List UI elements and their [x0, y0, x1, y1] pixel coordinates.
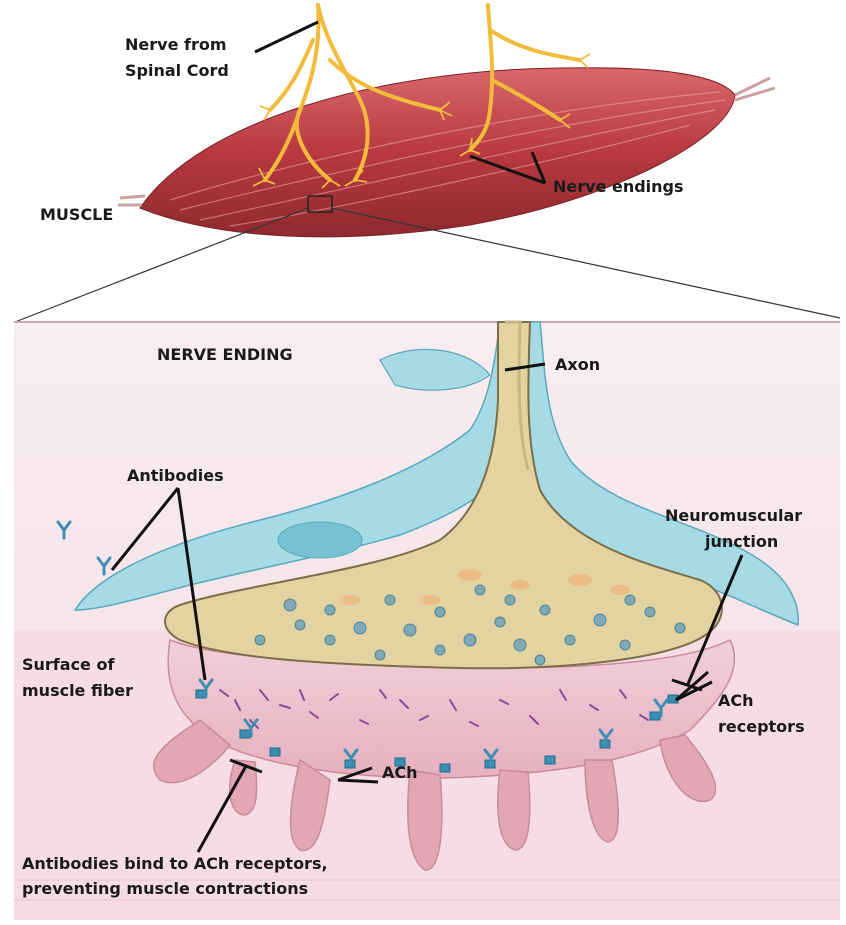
label-bind-2: preventing muscle contractions: [22, 879, 308, 898]
label-ach-receptors-2: receptors: [718, 717, 805, 736]
label-antibodies: Antibodies: [127, 466, 224, 485]
label-nerve-from: Nerve from: [125, 35, 227, 54]
label-muscle-fiber: muscle fiber: [22, 681, 133, 700]
label-neuromuscular: Neuromuscular: [665, 506, 802, 525]
label-axon: Axon: [555, 355, 600, 374]
label-spinal-cord: Spinal Cord: [125, 61, 229, 80]
label-surface-of: Surface of: [22, 655, 115, 674]
label-nerve-ending: NERVE ENDING: [157, 345, 293, 364]
label-ach: ACh: [382, 763, 418, 782]
label-bind-1: Antibodies bind to ACh receptors,: [22, 854, 328, 873]
zoom-line-right: [332, 208, 840, 318]
zoom-line-left: [15, 208, 308, 322]
label-nerve-endings: Nerve endings: [553, 177, 684, 196]
label-muscle: MUSCLE: [40, 205, 113, 224]
label-junction: junction: [704, 532, 778, 551]
label-ach-receptors-1: ACh: [718, 691, 754, 710]
muscle-illustration: [118, 68, 775, 237]
